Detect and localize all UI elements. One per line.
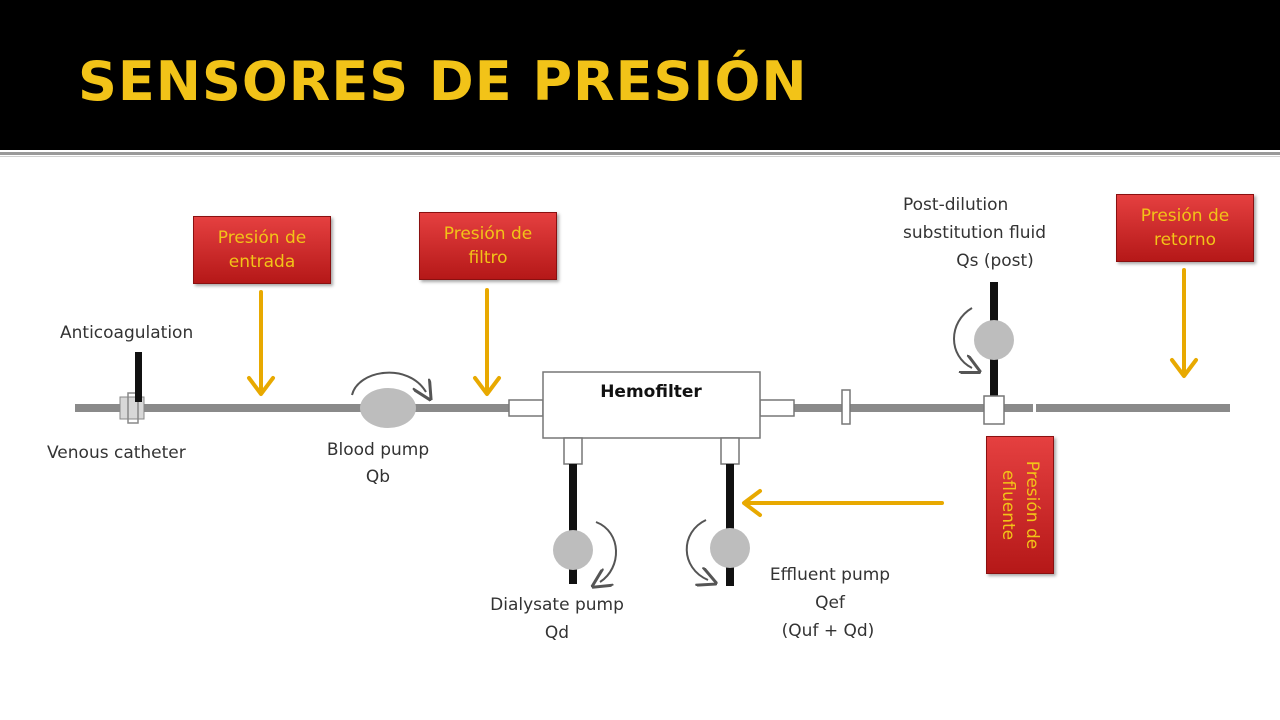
presion-retorno-line2: retorno	[1153, 230, 1216, 250]
line-clamp	[841, 389, 851, 425]
blood-line-left	[75, 404, 545, 412]
retorno-arrow	[1170, 268, 1198, 378]
entrada-arrow	[247, 290, 275, 396]
dialysate-pump-label: Dialysate pump	[490, 595, 624, 615]
substitution-fluid-label: substitution fluid	[903, 223, 1046, 243]
presion-entrada-label: Presión de entrada	[193, 216, 331, 284]
divider-line	[0, 152, 1280, 155]
dialysate-pump	[553, 530, 593, 570]
dialysate-pump-rotation-arrow	[596, 521, 617, 582]
presion-efluente-line2: efluente	[998, 469, 1018, 541]
blood-pump-flow-label: Qb	[366, 467, 390, 487]
presion-entrada-line1: Presión de	[217, 228, 307, 248]
blood-pump	[360, 388, 416, 428]
effluent-pump-flow-label: Qef	[815, 593, 846, 613]
anticoagulation-line	[135, 352, 142, 402]
efluente-arrow	[742, 489, 944, 517]
presion-filtro-line1: Presión de	[443, 224, 533, 244]
effluent-pump	[710, 528, 750, 568]
post-dilution-connector	[983, 395, 1005, 425]
hemofilter-inlet	[508, 399, 544, 417]
divider-line-thin	[0, 156, 1280, 157]
presion-efluente-label: Presión de efluente	[986, 436, 1054, 574]
post-dilution-label: Post-dilution	[903, 195, 1008, 215]
filtro-arrow	[473, 288, 501, 396]
effluent-pump-label: Effluent pump	[770, 565, 890, 585]
effluent-pump-rotation-arrow	[685, 519, 708, 580]
anticoagulation-label: Anticoagulation	[60, 323, 193, 343]
presion-filtro-line2: filtro	[468, 248, 508, 268]
presion-retorno-label: Presión de retorno	[1116, 194, 1254, 262]
dialysate-pump-flow-label: Qd	[545, 623, 569, 643]
blood-line-gap-mask	[1033, 401, 1036, 415]
dialysate-port	[563, 437, 583, 465]
venous-catheter-connector-cap	[127, 392, 139, 424]
presion-filtro-label: Presión de filtro	[419, 212, 557, 280]
venous-catheter-label: Venous catheter	[47, 443, 186, 463]
slide-title: SENSORES DE PRESIÓN	[78, 50, 808, 113]
effluent-port	[720, 437, 740, 465]
blood-pump-rotation-arrow	[351, 371, 426, 395]
post-dilution-flow-label: Qs (post)	[956, 251, 1034, 271]
presion-entrada-line2: entrada	[228, 252, 296, 272]
blood-pump-label: Blood pump	[327, 440, 429, 460]
title-bar: SENSORES DE PRESIÓN	[0, 0, 1280, 150]
hemofilter-label: Hemofilter	[600, 382, 702, 402]
presion-retorno-line1: Presión de	[1140, 206, 1230, 226]
hemofilter-outlet	[759, 399, 795, 417]
post-dilution-pump	[974, 320, 1014, 360]
dialysate-line	[569, 464, 577, 584]
hemofilter-body	[542, 371, 761, 439]
effluent-line	[726, 464, 734, 586]
presion-efluente-line1: Presión de	[1022, 460, 1042, 550]
post-dilution-pump-rotation-arrow	[953, 307, 972, 368]
effluent-pump-formula-label: (Quf + Qd)	[782, 621, 875, 641]
